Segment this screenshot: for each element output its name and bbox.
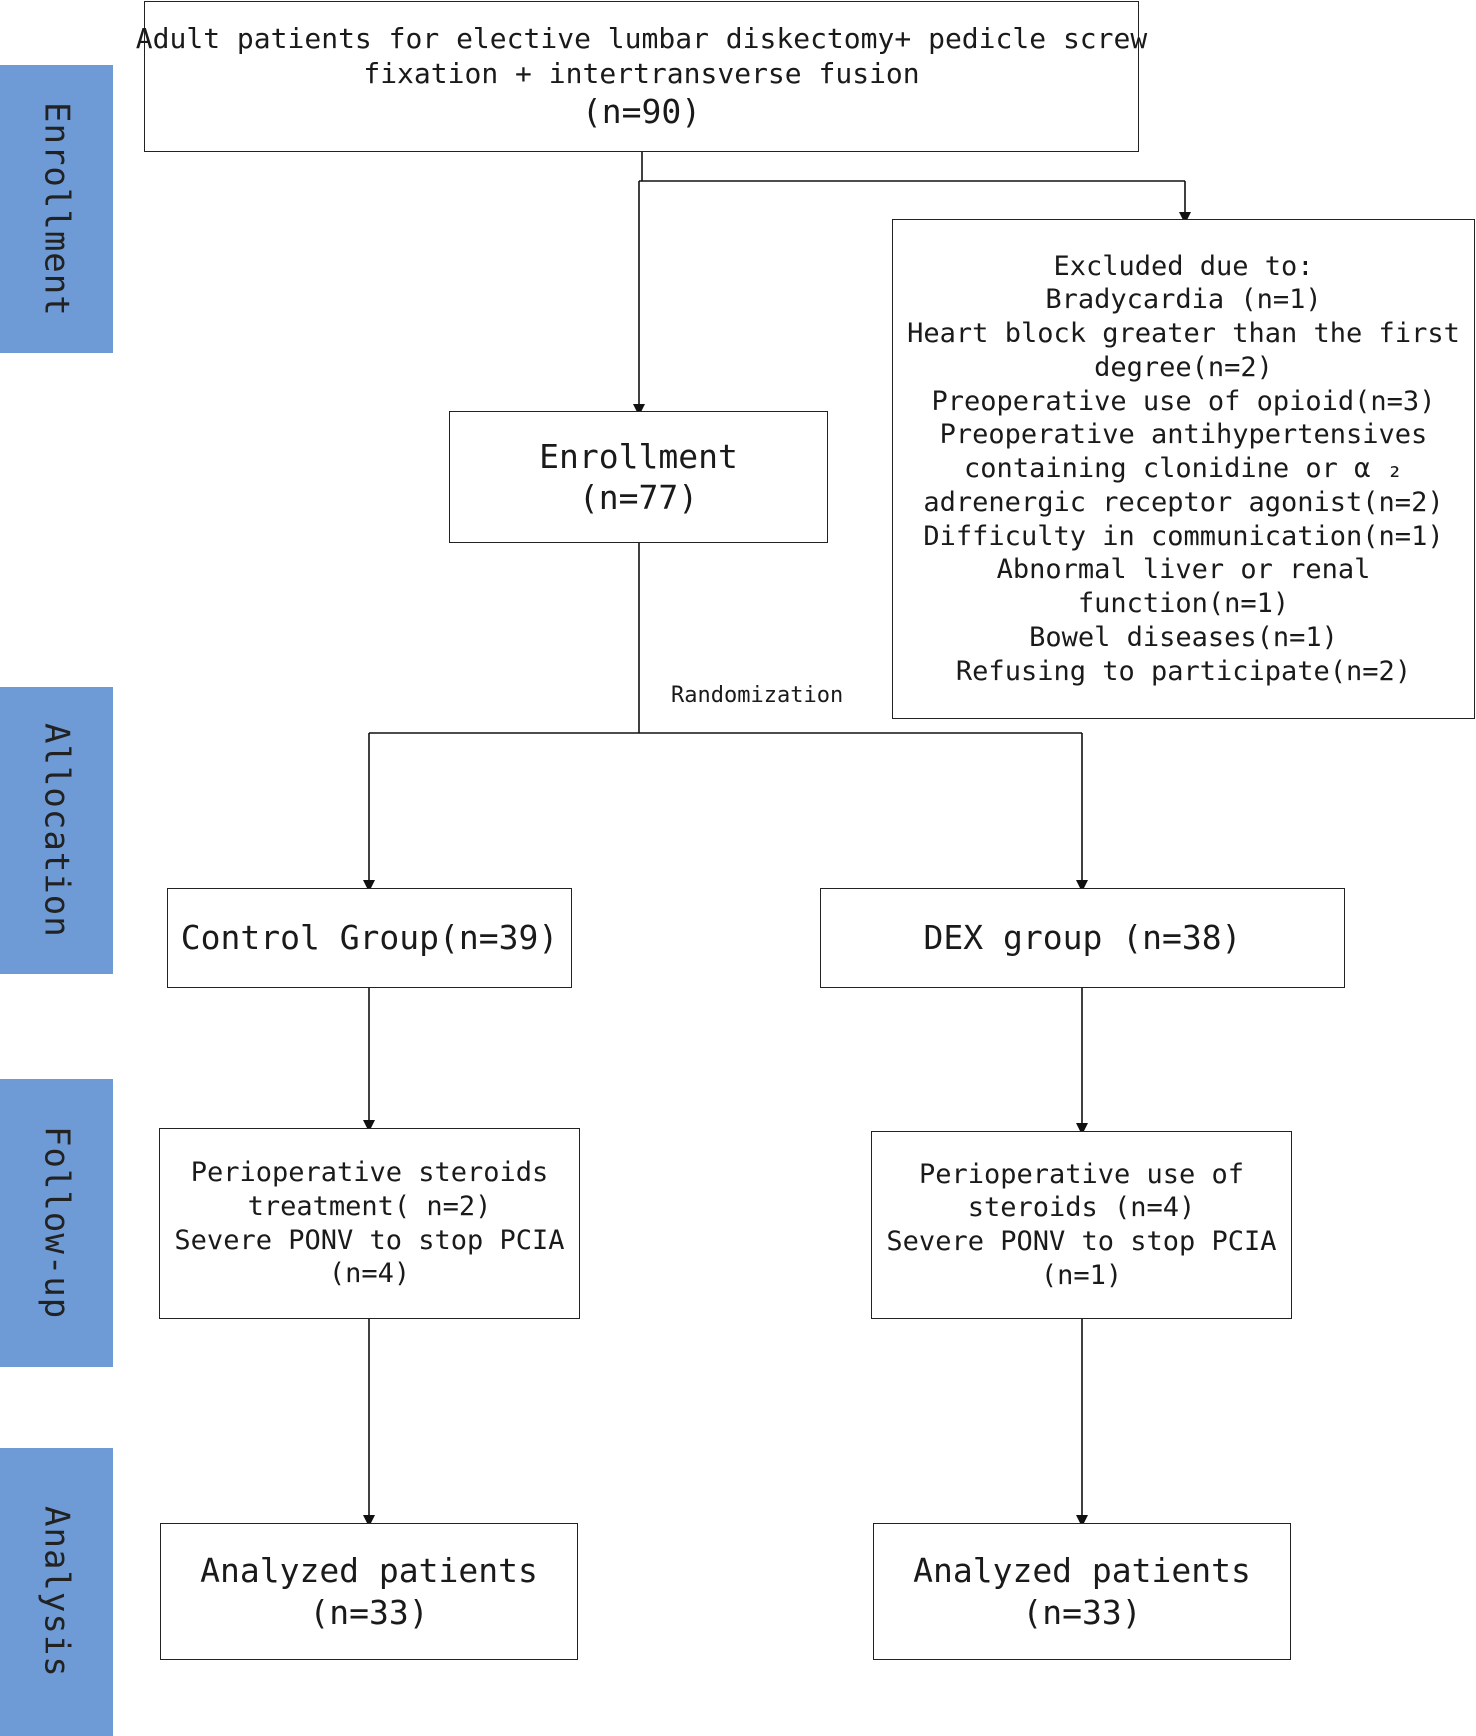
screening-line-1: Adult patients for elective lumbar diske…: [135, 21, 1148, 55]
phase-enrollment-label: Enrollment: [36, 101, 77, 317]
dex-analysis-title: Analyzed patients: [913, 1551, 1251, 1591]
excluded-reason: Difficulty in communication(n=1): [923, 520, 1444, 552]
enrollment-count: (n=77): [578, 478, 699, 517]
dex-followup-line: Perioperative use of: [918, 1158, 1245, 1190]
screening-box: Adult patients for elective lumbar diske…: [136, 1, 1147, 152]
phase-analysis: Analysis: [0, 1448, 113, 1736]
control-group-label: Control Group(n=39): [180, 918, 559, 958]
phase-follow-up-label: Follow-up: [36, 1126, 77, 1320]
phase-analysis-label: Analysis: [36, 1506, 77, 1678]
dex-group-label: DEX group (n=38): [923, 918, 1242, 958]
dex-followup-line: Severe PONV to stop PCIA: [886, 1226, 1277, 1257]
excluded-reason: Preoperative antihypertensives: [939, 419, 1428, 451]
excluded-reason: Bradycardia (n=1): [1045, 284, 1322, 316]
control-analysis-count: (n=33): [309, 1592, 429, 1632]
excluded-reason: adrenergic receptor agonist(n=2): [923, 486, 1444, 518]
control-followup-line: (n=4): [328, 1258, 411, 1290]
excluded-reason: Heart block greater than the first: [907, 318, 1460, 350]
dex-group-box: DEX group (n=38): [820, 888, 1345, 988]
excluded-reason: Refusing to participate(n=2): [955, 655, 1412, 687]
control-followup-line: Severe PONV to stop PCIA: [174, 1224, 565, 1256]
excluded-reason: containing clonidine or α ₂: [964, 453, 1403, 485]
excluded-header: Excluded due to:: [1053, 250, 1314, 282]
dex-followup-line: (n=1): [1040, 1259, 1123, 1291]
dex-analysis-box: Analyzed patients (n=33): [873, 1523, 1291, 1660]
excluded-reason: function(n=1): [1077, 588, 1290, 620]
control-followup-box: Perioperative steroids treatment( n=2) S…: [159, 1128, 580, 1319]
dex-followup-line: steroids (n=4): [967, 1192, 1196, 1224]
phase-allocation-label: Allocation: [36, 723, 77, 938]
control-analysis-title: Analyzed patients: [200, 1551, 538, 1591]
excluded-reason: degree(n=2): [1094, 351, 1273, 383]
excluded-box: Excluded due to: Bradycardia (n=1) Heart…: [892, 219, 1475, 719]
control-followup-line: Perioperative steroids: [190, 1157, 549, 1188]
enrollment-title: Enrollment: [539, 436, 738, 476]
enrollment-box: Enrollment (n=77): [449, 411, 828, 543]
control-group-box: Control Group(n=39): [167, 888, 572, 988]
control-analysis-box: Analyzed patients (n=33): [160, 1523, 578, 1660]
phase-follow-up: Follow-up: [0, 1079, 113, 1367]
excluded-reason: Abnormal liver or renal: [996, 554, 1371, 586]
phase-allocation: Allocation: [0, 687, 113, 974]
randomization-label: Randomization: [671, 683, 844, 708]
dex-analysis-count: (n=33): [1022, 1592, 1142, 1632]
dex-followup-box: Perioperative use of steroids (n=4) Seve…: [871, 1131, 1292, 1319]
control-followup-line: treatment( n=2): [247, 1190, 492, 1222]
screening-count: (n=90): [581, 91, 702, 131]
phase-enrollment: Enrollment: [0, 65, 113, 353]
screening-line-2: fixation + intertransverse fusion: [363, 56, 920, 90]
excluded-reason: Bowel diseases(n=1): [1029, 621, 1338, 653]
excluded-reason: Preoperative use of opioid(n=3): [931, 385, 1436, 417]
